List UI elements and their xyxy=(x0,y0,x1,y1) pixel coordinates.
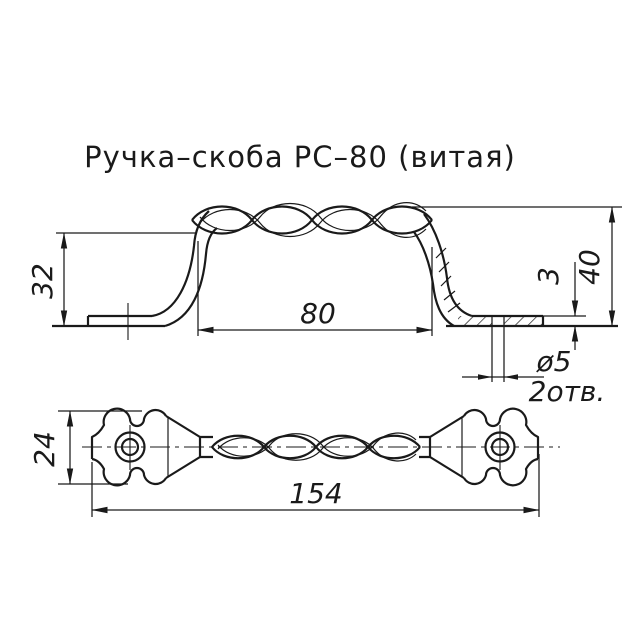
plan-left-rosette-top xyxy=(90,407,167,459)
dim-hole-count: 2отв. xyxy=(529,375,606,408)
side-right-bend-outer xyxy=(423,213,473,318)
side-twist-strand-b xyxy=(191,205,433,235)
dimension-24: 24 xyxy=(28,410,142,485)
side-left-bend-outer xyxy=(151,210,210,318)
dim32-value: 32 xyxy=(26,263,59,299)
dimension-80: 80 xyxy=(197,241,433,336)
side-right-bend-hatching xyxy=(435,247,461,313)
plan-right-taper-top xyxy=(429,415,465,438)
plan-left-rosette-bottom xyxy=(91,457,167,487)
side-twist-strand-b-edge xyxy=(199,202,427,231)
dimension-3: 3 xyxy=(532,262,586,350)
plan-view: 24 154 xyxy=(28,407,560,517)
side-twist-strand-a-edge xyxy=(199,209,427,238)
side-right-plate-hatch-left xyxy=(458,316,492,326)
side-view: 32 80 40 3 ø5 2отв. xyxy=(26,202,622,408)
plan-right-neck-edges xyxy=(419,435,430,459)
dim-hole-arrow-right xyxy=(504,374,518,380)
dimension-hole: ø5 2отв. xyxy=(462,345,605,408)
plan-left-taper-bottom xyxy=(165,456,201,479)
plan-right-rosette-top xyxy=(463,407,540,459)
dim3-value: 3 xyxy=(532,267,565,285)
plan-left-taper-top xyxy=(165,415,201,438)
dim80-value: 80 xyxy=(300,297,336,330)
dim-hole-arrow-left xyxy=(478,374,492,380)
dim24-value: 24 xyxy=(28,431,61,467)
dimension-32: 32 xyxy=(26,232,196,327)
plan-twist-strand-a-edge xyxy=(217,437,417,462)
dimension-40: 40 xyxy=(412,206,622,327)
dim-hole-diameter: ø5 xyxy=(536,345,572,378)
plan-twist-strand-b-edge xyxy=(217,432,417,457)
drawing-title: Ручка–скоба РС–80 (витая) xyxy=(84,140,516,174)
side-right-plate-hatch-right xyxy=(504,316,542,326)
side-right-bend-inner xyxy=(413,231,455,327)
plan-left-neck-edges xyxy=(200,435,213,459)
plan-right-rosette-bottom xyxy=(463,457,539,487)
side-left-bend-inner xyxy=(164,227,218,328)
plan-right-taper-bottom xyxy=(429,456,465,479)
dim154-value: 154 xyxy=(289,477,342,510)
dim40-value: 40 xyxy=(573,249,606,285)
dimension-154: 154 xyxy=(91,454,540,517)
